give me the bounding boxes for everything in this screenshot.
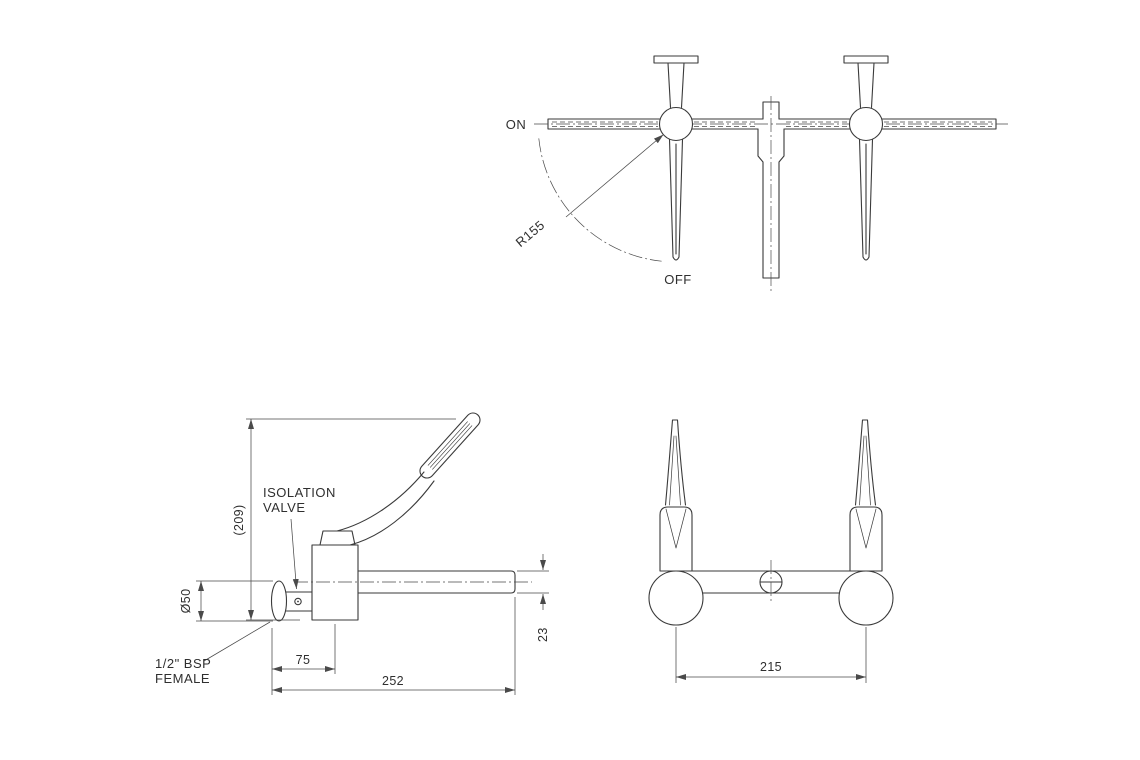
left-handle-plan: [653, 55, 699, 261]
cartridge-cap-side: [319, 530, 356, 546]
dimension-252: 252: [272, 597, 516, 695]
left-lever-front: [664, 419, 687, 506]
off-label: OFF: [664, 272, 692, 287]
side-view: ISOLATION VALVE 1/2" BSP FEMALE (209) Ø5…: [155, 412, 550, 695]
isolation-valve-screw-dot: [297, 600, 299, 603]
isolation-valve-screw: [294, 597, 302, 606]
dimension-diameter-50: Ø50: [179, 580, 273, 622]
lever-arm-side: [336, 471, 435, 546]
dimension-215: 215: [675, 627, 867, 683]
right-handle-plan: [843, 55, 889, 261]
bsp-leader-line: [203, 621, 271, 662]
left-flange-front: [648, 570, 704, 626]
right-body-vee: [855, 508, 877, 549]
supply-pipe-hidden-lines: [552, 121, 992, 127]
right-body-front: [849, 506, 883, 572]
right-lever-inner-edges: [859, 435, 871, 506]
dimension-75: 75: [271, 624, 336, 695]
reach-dim-label: 252: [382, 674, 404, 688]
radius-leader-line: [565, 134, 664, 218]
left-body-vee: [665, 508, 687, 549]
tap-body-side: [311, 544, 359, 621]
isolation-valve-pointer: [290, 518, 299, 590]
left-lever-inner-edges: [669, 435, 681, 506]
left-body-front: [659, 506, 693, 572]
lever-swing-arc: [538, 138, 662, 262]
front-view: 215: [648, 419, 894, 683]
bsp-female-label-line1: 1/2" BSP: [155, 656, 211, 671]
dimension-23: 23: [517, 554, 550, 642]
diameter-dim-label: Ø50: [179, 589, 193, 614]
wall-connector-side: [285, 591, 313, 612]
radius-label: R155: [513, 217, 548, 250]
bsp-female-label-line2: FEMALE: [155, 671, 210, 686]
height-dim-label: (209): [232, 504, 246, 535]
top-view: ON OFF R155: [506, 55, 1008, 292]
lever-grip-texture: [427, 421, 473, 470]
spout-height-dim-label: 23: [536, 627, 550, 642]
spacing-dim-label: 215: [760, 660, 782, 674]
right-flange-front: [838, 570, 894, 626]
right-valve-body-plan: [848, 106, 884, 142]
isolation-valve-label-line1: ISOLATION: [263, 485, 336, 500]
left-valve-body-plan: [658, 106, 694, 142]
offset-dim-label: 75: [296, 653, 311, 667]
dimension-209: (209): [232, 418, 456, 621]
wall-flange-side: [270, 580, 288, 622]
on-label: ON: [506, 117, 527, 132]
right-lever-front: [854, 419, 877, 506]
isolation-valve-label-line2: VALVE: [263, 500, 305, 515]
